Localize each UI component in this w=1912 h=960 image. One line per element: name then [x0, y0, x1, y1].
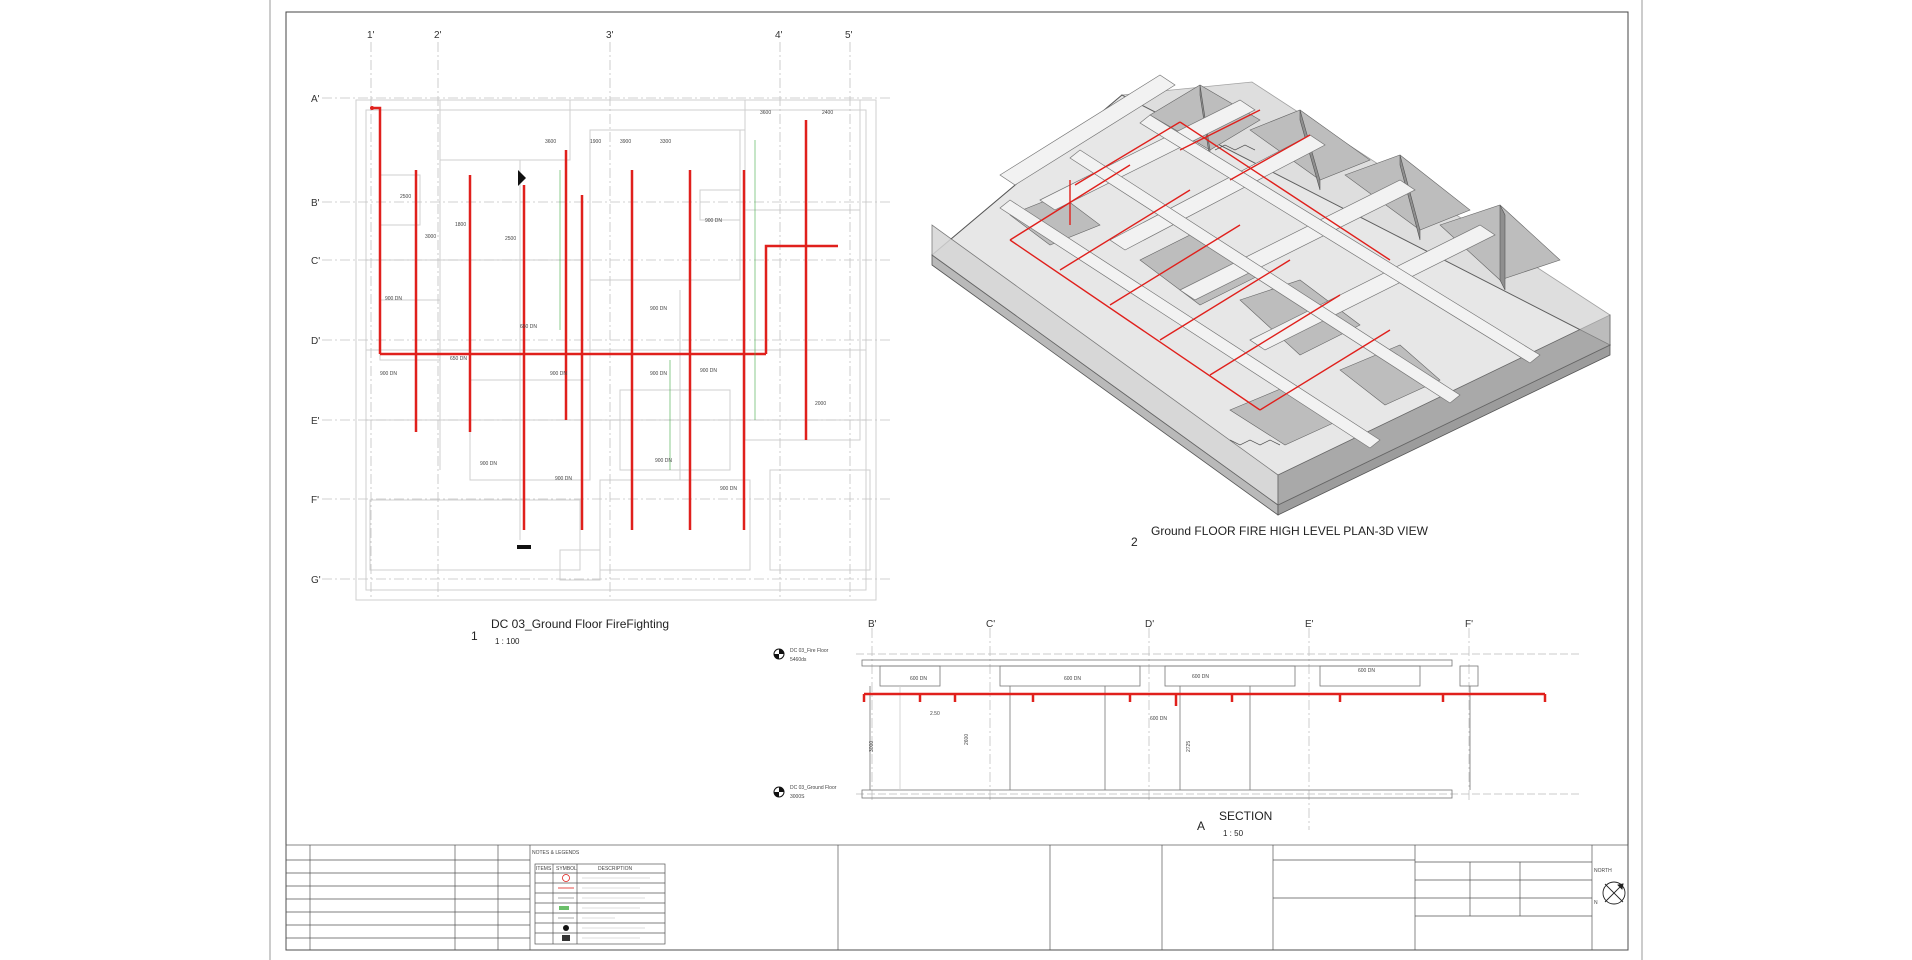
isometric-3d-view[interactable]: 2 Ground FLOOR FIRE HIGH LEVEL PLAN-3D V…	[931, 74, 1612, 549]
plan-grid-row-c: C'	[311, 256, 320, 267]
plan-view-title: DC 03_Ground Floor FireFighting	[491, 617, 669, 631]
sprinkler-head-icon	[562, 874, 570, 882]
section-grid-b: B'	[868, 619, 877, 630]
fire-pipe-3d	[1009, 109, 1391, 411]
plan-grid-col-5: 5'	[845, 30, 853, 41]
legend-header-symbol: SYMBOL	[556, 866, 577, 872]
section-level-bottom-value: 3000S	[790, 794, 805, 800]
section-grid-f: F'	[1465, 619, 1473, 630]
level-marker-icon	[773, 648, 785, 660]
view3d-title: Ground FLOOR FIRE HIGH LEVEL PLAN-3D VIE…	[1151, 524, 1429, 538]
svg-text:600 DN: 600 DN	[1064, 676, 1081, 682]
svg-text:900 DN: 900 DN	[480, 461, 497, 467]
section-letter: A	[1197, 819, 1205, 833]
section-fire-pipe	[862, 692, 1547, 706]
section-view[interactable]: B' C' D' E' F'	[773, 619, 1580, 838]
svg-text:600 DN: 600 DN	[1150, 716, 1167, 722]
legend-header-items: ITEMS	[536, 866, 552, 872]
plan-grid-row-d: D'	[311, 336, 320, 347]
plan-grid-row-g: G'	[311, 575, 321, 586]
svg-text:900 DN: 900 DN	[555, 476, 572, 482]
roof-beam-grid	[999, 74, 1541, 449]
svg-text:3900: 3900	[620, 139, 631, 145]
plan-view-scale: 1 : 100	[495, 637, 520, 646]
svg-text:3000: 3000	[869, 741, 875, 752]
svg-text:2000: 2000	[815, 401, 826, 407]
section-level-top-value: 5460ds	[790, 657, 807, 663]
fire-pipe-network	[372, 106, 838, 530]
svg-text:600 DN: 600 DN	[1192, 674, 1209, 680]
svg-text:900 DN: 900 DN	[380, 371, 397, 377]
svg-text:3000: 3000	[425, 234, 436, 240]
svg-text:900 DN: 900 DN	[650, 306, 667, 312]
svg-text:2500: 2500	[400, 194, 411, 200]
svg-text:2400: 2400	[822, 110, 833, 116]
svg-text:650 DN: 650 DN	[450, 356, 467, 362]
svg-text:600 DN: 600 DN	[910, 676, 927, 682]
section-title: SECTION	[1219, 809, 1272, 823]
plan-grid-col-4: 4'	[775, 30, 783, 41]
plan-grid-col-2: 2'	[434, 30, 442, 41]
plan-grid-col-3: 3'	[606, 30, 614, 41]
svg-text:3300: 3300	[660, 139, 671, 145]
svg-text:1800: 1800	[455, 222, 466, 228]
svg-text:2600: 2600	[964, 734, 970, 745]
section-level-top: DC 03_Fire Floor	[790, 648, 829, 654]
svg-text:2.50: 2.50	[930, 711, 940, 717]
section-grid-c: C'	[986, 619, 995, 630]
svg-text:900 DN: 900 DN	[705, 218, 722, 224]
section-scale: 1 : 50	[1223, 829, 1244, 838]
svg-text:650 DN: 650 DN	[520, 324, 537, 330]
plan-view-number: 1	[471, 629, 478, 643]
svg-text:600 DN: 600 DN	[1358, 668, 1375, 674]
view3d-number: 2	[1131, 535, 1138, 549]
svg-text:900 DN: 900 DN	[550, 371, 567, 377]
plan-grid-row-a: A'	[311, 94, 320, 105]
north-label: NORTH	[1594, 868, 1612, 874]
plan-grid-row-b: B'	[311, 198, 320, 209]
section-level-bottom: DC 03_Ground Floor	[790, 785, 837, 791]
north-letter: N	[1594, 900, 1598, 906]
svg-text:3600: 3600	[545, 139, 556, 145]
plan-grid-row-e: E'	[311, 416, 320, 427]
svg-text:900 DN: 900 DN	[385, 296, 402, 302]
title-block	[285, 844, 1629, 951]
level-marker-icon	[773, 786, 785, 798]
svg-text:2725: 2725	[1186, 741, 1192, 752]
floor-plan-view[interactable]: 1' 2' 3' 4' 5' A' B' C' D' E' F' G'	[311, 30, 890, 646]
svg-text:900 DN: 900 DN	[700, 368, 717, 374]
svg-text:900 DN: 900 DN	[650, 371, 667, 377]
plan-grid-row-f: F'	[311, 495, 319, 506]
svg-text:900 DN: 900 DN	[655, 458, 672, 464]
svg-text:1900: 1900	[590, 139, 601, 145]
svg-text:2500: 2500	[505, 236, 516, 242]
section-grid-d: D'	[1145, 619, 1154, 630]
sheet-border	[285, 11, 1629, 951]
svg-text:900 DN: 900 DN	[720, 486, 737, 492]
svg-text:3600: 3600	[760, 110, 771, 116]
legend-header-description: DESCRIPTION	[598, 866, 633, 872]
north-arrow-icon	[1602, 881, 1626, 905]
section-grid-e: E'	[1305, 619, 1314, 630]
plan-grid-col-1: 1'	[367, 30, 375, 41]
notes-legends-heading: NOTES & LEGENDS	[532, 850, 580, 856]
